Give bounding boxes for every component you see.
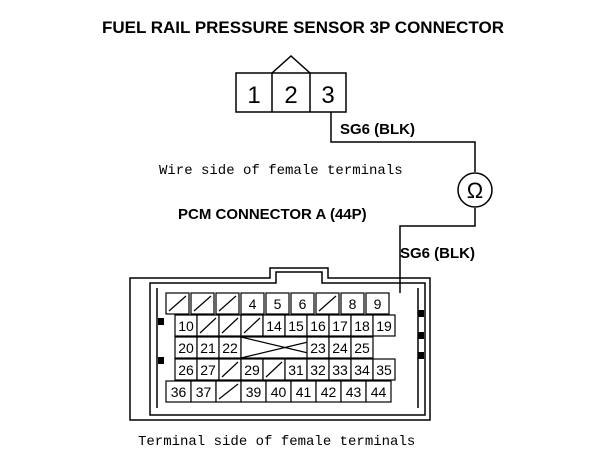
pcm-terminal-cell: 34 xyxy=(350,358,374,381)
pcm-terminal-number: 21 xyxy=(200,340,216,356)
pcm-terminal-number: 31 xyxy=(288,362,304,378)
pcm-terminal-number: 27 xyxy=(200,362,216,378)
wire-sg6 xyxy=(330,112,476,172)
pcm-terminal-cell: 16 xyxy=(306,314,330,337)
terminal-side-label: Terminal side of female terminals xyxy=(138,434,415,450)
pcm-terminal-cell: 31 xyxy=(284,358,308,381)
pcm-terminal-cell: 26 xyxy=(174,358,198,381)
wire-top-label: SG6 (BLK) xyxy=(340,121,415,138)
pcm-terminal-cell: 6 xyxy=(290,292,315,315)
pcm-terminal-number: 39 xyxy=(246,384,262,400)
pcm-terminal-cell: 42 xyxy=(315,380,342,403)
pcm-terminal-cell: 44 xyxy=(365,380,392,403)
pcm-terminal-grid: 4 5 6 8 9 10 14 15 16 17 18 19 20 21 22 23 24 25 26 27 29 31 3… xyxy=(165,292,396,403)
wire-sg6-lower xyxy=(399,208,476,293)
pcm-terminal-cell: 37 xyxy=(190,380,217,403)
pcm-terminal-number: 19 xyxy=(376,318,392,334)
pcm-terminal-cell: 36 xyxy=(165,380,192,403)
pcm-terminal-number: 41 xyxy=(296,384,312,400)
pcm-terminal-number: 16 xyxy=(310,318,326,334)
pcm-terminal-number: 25 xyxy=(354,340,370,356)
pcm-connector-housing xyxy=(129,267,431,421)
pcm-terminal-cell: 14 xyxy=(262,314,286,337)
sensor-connector-latch xyxy=(271,54,311,74)
pcm-terminal-cell: 32 xyxy=(306,358,330,381)
pcm-terminal-number: 4 xyxy=(249,296,257,312)
pcm-terminal-cell: 10 xyxy=(174,314,198,337)
pcm-terminal-cell: 41 xyxy=(290,380,317,403)
pcm-terminal-number: 10 xyxy=(178,318,194,334)
pcm-terminal-cell: 8 xyxy=(340,292,365,315)
wire-side-label: Wire side of female terminals xyxy=(159,163,403,179)
pcm-terminal-cell xyxy=(215,292,240,315)
pcm-terminal-number: 6 xyxy=(299,296,307,312)
pcm-terminal-number: 35 xyxy=(376,362,392,378)
pcm-terminal-cell: 27 xyxy=(196,358,220,381)
pcm-terminal-cell: 20 xyxy=(174,336,198,359)
pcm-terminal-cell: 21 xyxy=(196,336,220,359)
pcm-terminal-cell: 9 xyxy=(365,292,390,315)
pcm-terminal-number: 15 xyxy=(288,318,304,334)
pcm-terminal-cell xyxy=(190,292,215,315)
pcm-terminal-number: 14 xyxy=(266,318,282,334)
diagram-title: FUEL RAIL PRESSURE SENSOR 3P CONNECTOR xyxy=(102,18,504,37)
pcm-terminal-number: 17 xyxy=(332,318,348,334)
pcm-terminal-number: 36 xyxy=(171,384,187,400)
pcm-terminal-number: 8 xyxy=(349,296,357,312)
pcm-terminal-cell xyxy=(315,292,340,315)
pcm-terminal-number: 43 xyxy=(346,384,362,400)
pcm-terminal-cell: 17 xyxy=(328,314,352,337)
pcm-connector-title: PCM CONNECTOR A (44P) xyxy=(178,206,367,223)
pcm-terminal-cell: 4 xyxy=(240,292,265,315)
sensor-pin-2: 2 xyxy=(284,82,297,109)
pcm-terminal-number: 32 xyxy=(310,362,326,378)
pcm-terminal-cell: 33 xyxy=(328,358,352,381)
ohm-symbol: Ω xyxy=(467,178,483,203)
pcm-connector-keys xyxy=(158,310,424,364)
pcm-terminal-cell: 39 xyxy=(240,380,267,403)
wire-bottom-label: SG6 (BLK) xyxy=(400,245,475,262)
pcm-terminal-number: 40 xyxy=(271,384,287,400)
pcm-terminal-number: 44 xyxy=(371,384,387,400)
pcm-terminal-cell: 5 xyxy=(265,292,290,315)
pcm-terminal-number: 29 xyxy=(244,362,260,378)
ohmmeter-icon xyxy=(457,172,493,208)
pcm-terminal-cell: 35 xyxy=(372,358,396,381)
pcm-terminal-number: 26 xyxy=(178,362,194,378)
pcm-terminal-cell: 25 xyxy=(350,336,374,359)
pcm-terminal-number: 37 xyxy=(196,384,212,400)
pcm-terminal-number: 18 xyxy=(354,318,370,334)
pcm-terminal-cell: 15 xyxy=(284,314,308,337)
pcm-terminal-cell xyxy=(196,314,220,337)
sensor-connector-body xyxy=(235,72,347,113)
pcm-terminal-cell: 18 xyxy=(350,314,374,337)
pcm-terminal-number: 34 xyxy=(354,362,370,378)
pcm-terminal-number: 23 xyxy=(310,340,326,356)
pcm-terminal-cell xyxy=(240,314,264,337)
sensor-pin-1: 1 xyxy=(247,82,260,109)
pcm-terminal-cell xyxy=(218,358,242,381)
pcm-terminal-cell: 43 xyxy=(340,380,367,403)
pcm-terminal-cell: 23 xyxy=(306,336,330,359)
pcm-terminal-cell: 40 xyxy=(265,380,292,403)
pcm-terminal-cell: 24 xyxy=(328,336,352,359)
pcm-terminal-number: 9 xyxy=(374,296,382,312)
pcm-terminal-cell: 22 xyxy=(218,336,242,359)
sensor-3p-connector xyxy=(235,54,347,113)
pcm-terminal-number: 24 xyxy=(332,340,348,356)
pcm-terminal-cell xyxy=(165,292,190,315)
pcm-terminal-cell: 19 xyxy=(372,314,396,337)
sensor-pin-3: 3 xyxy=(321,82,334,109)
pcm-terminal-number: 22 xyxy=(222,340,238,356)
pcm-terminal-cell xyxy=(215,380,242,403)
pcm-terminal-cell xyxy=(218,314,242,337)
pcm-terminal-number: 5 xyxy=(274,296,282,312)
pcm-terminal-number: 42 xyxy=(321,384,337,400)
pcm-terminal-cell xyxy=(262,358,286,381)
pcm-terminal-number: 20 xyxy=(178,340,194,356)
pcm-terminal-number: 33 xyxy=(332,362,348,378)
pcm-terminal-cell: 29 xyxy=(240,358,264,381)
